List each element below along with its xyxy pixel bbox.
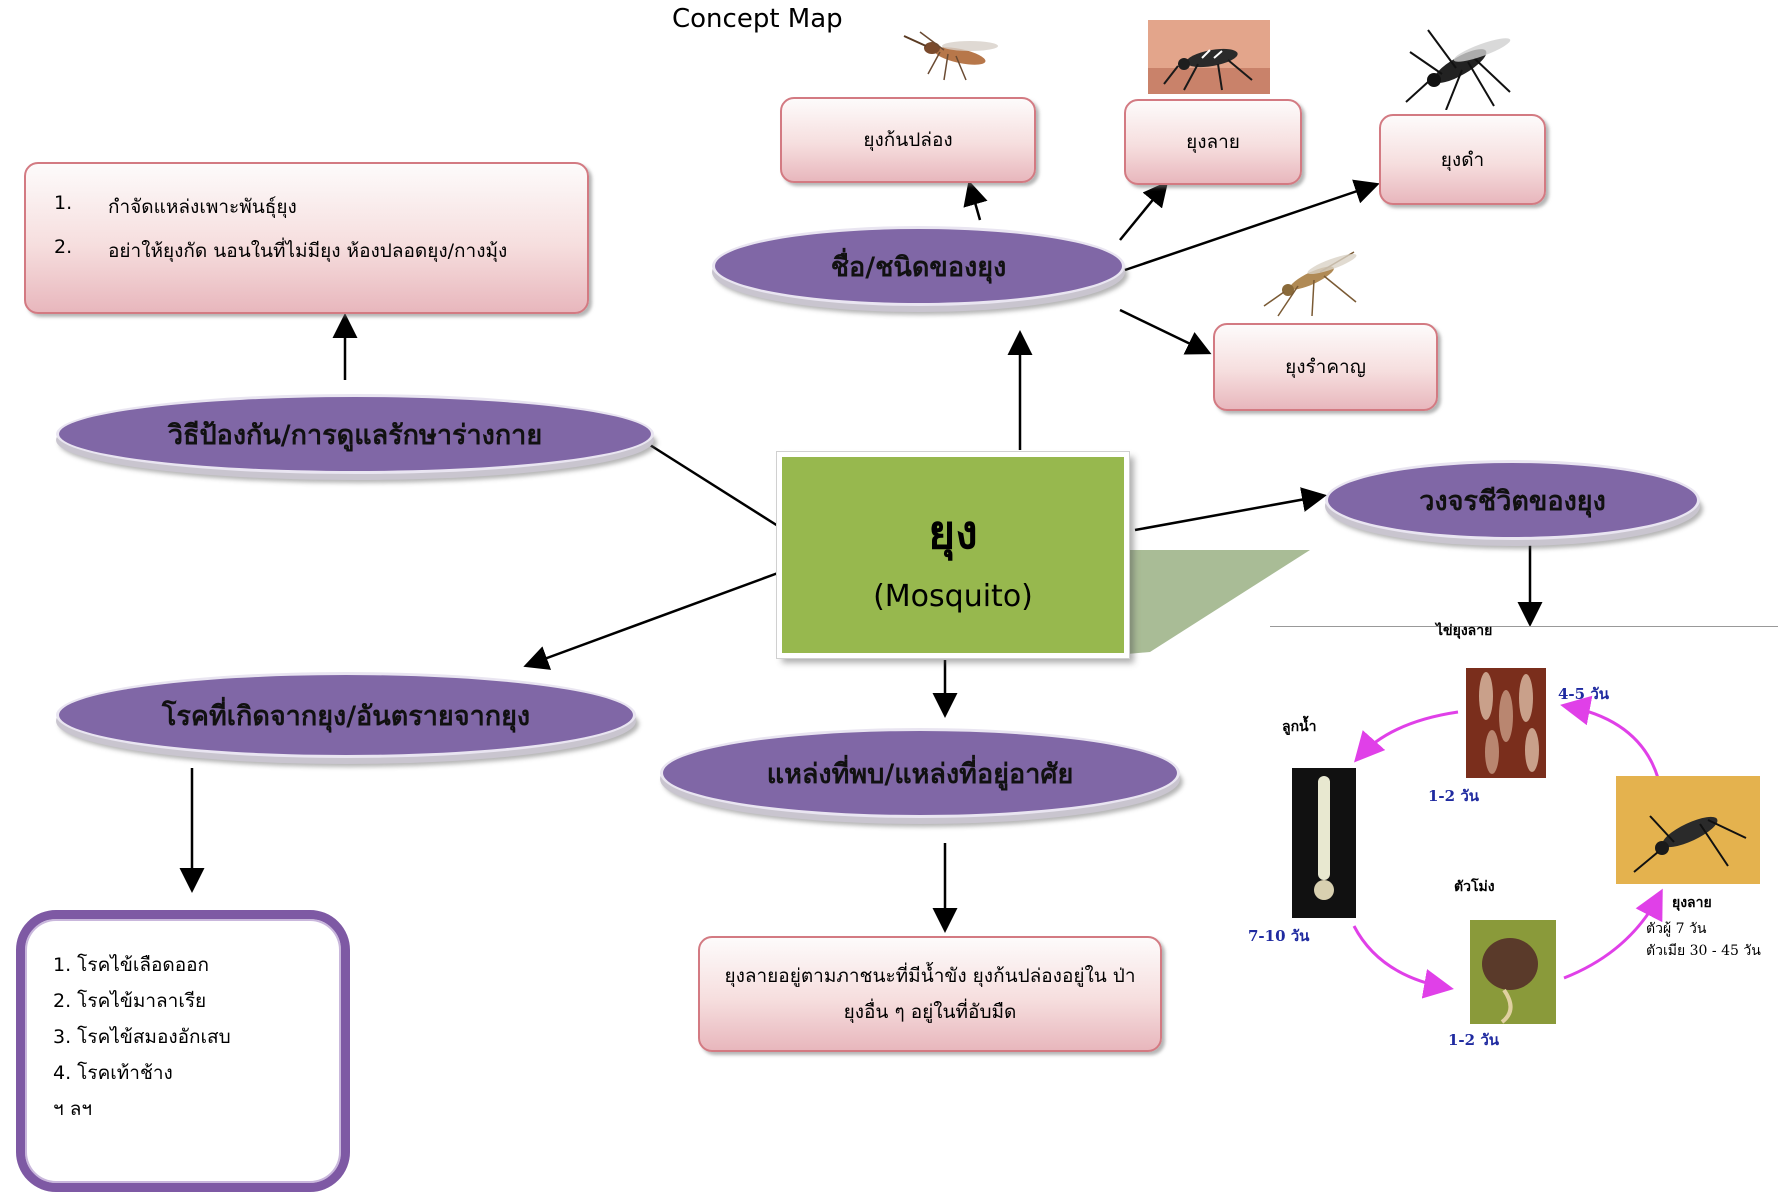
egg-photo xyxy=(1466,668,1546,778)
disease-item: 4. โรคเท้าช้าง xyxy=(53,1062,173,1084)
egg-days: 1-2 วัน xyxy=(1428,787,1479,805)
line-center-to-lifecycle xyxy=(1134,487,1327,532)
node-lifecycle[interactable]: วงจรชีวิตของยุง xyxy=(1325,460,1700,540)
center-title-thai: ยุง xyxy=(928,505,978,559)
cycle-arrow-pupa-to-adult xyxy=(1563,888,1663,980)
culex-mosquito-image xyxy=(1263,251,1357,317)
type-box-culex[interactable]: ยุงรำคาญ xyxy=(1213,323,1438,411)
adult-label: ยุงลาย xyxy=(1672,895,1712,911)
node-habitat[interactable]: แหล่งที่พบ/แหล่งที่อยู่อาศัย xyxy=(660,728,1180,818)
line-types-to-aedes xyxy=(1119,181,1169,241)
habitat-box: ยุงลายอยู่ตามภาชนะที่มีน้ำขัง ยุงก้นปล่อ… xyxy=(698,936,1162,1052)
adult-male-lifespan: ตัวผู้ 7 วัน xyxy=(1646,921,1707,937)
type-box-black[interactable]: ยุงดำ xyxy=(1379,114,1546,205)
line-types-to-black xyxy=(1124,179,1380,272)
adult-to-egg-days: 4-5 วัน xyxy=(1558,685,1609,703)
larva-photo xyxy=(1292,768,1356,918)
prevention-item: 1. กำจัดแหล่งเพาะพันธุ์ยุง xyxy=(54,192,587,222)
larva-label: ลูกน้ำ xyxy=(1282,719,1317,735)
prevention-item: 2. อย่าให้ยุงกัด นอนในที่ไม่มียุง ห้องปล… xyxy=(54,236,587,266)
cycle-arrow-adult-to-egg xyxy=(1560,695,1660,779)
larva-days: 7-10 วัน xyxy=(1248,927,1310,945)
node-types[interactable]: ชื่อ/ชนิดของยุง xyxy=(712,226,1125,306)
type-box-aedes[interactable]: ยุงลาย xyxy=(1124,99,1302,185)
cycle-arrow-larva-to-pupa xyxy=(1352,925,1454,999)
node-prevention[interactable]: วิธีป้องกัน/การดูแลรักษาร่างกาย xyxy=(56,394,654,474)
pupa-days: 1-2 วัน xyxy=(1448,1031,1499,1049)
cycle-arrow-egg-to-larva xyxy=(1354,710,1459,763)
prevention-item-number: 2. xyxy=(54,236,73,258)
prevention-item-text: อย่าให้ยุงกัด นอนในที่ไม่มียุง ห้องปลอดย… xyxy=(108,240,508,262)
line-types-to-culex xyxy=(1119,308,1212,355)
prevention-item-number: 1. xyxy=(54,192,73,214)
center-title-english: (Mosquito) xyxy=(873,579,1033,614)
anopheles-mosquito-image xyxy=(903,31,998,81)
line-center-to-prevention xyxy=(649,443,779,528)
black-mosquito-image xyxy=(1405,29,1511,110)
prevention-item-text: กำจัดแหล่งเพาะพันธุ์ยุง xyxy=(108,196,297,218)
adult-female-lifespan: ตัวเมีย 30 - 45 วัน xyxy=(1646,943,1761,959)
diseases-box: 1. โรคไข้เลือดออก 2. โรคไข้มาลาเรีย 3. โ… xyxy=(16,910,350,1192)
lifecycle-divider xyxy=(1270,626,1778,627)
disease-item: 1. โรคไข้เลือดออก xyxy=(53,954,210,976)
disease-item: 3. โรคไข้สมองอักเสบ xyxy=(53,1026,231,1048)
type-box-anopheles[interactable]: ยุงก้นปล่อง xyxy=(780,97,1036,183)
prevention-box: 1. กำจัดแหล่งเพาะพันธุ์ยุง 2. อย่าให้ยุง… xyxy=(24,162,589,314)
center-paper-shadow xyxy=(1080,550,1310,658)
aedes-mosquito-image xyxy=(1148,20,1270,94)
disease-item: 2. โรคไข้มาลาเรีย xyxy=(53,990,207,1012)
node-diseases[interactable]: โรคที่เกิดจากยุง/อันตรายจากยุง xyxy=(56,672,636,758)
adult-mosquito-photo xyxy=(1616,776,1760,884)
pupa-label: ตัวโม่ง xyxy=(1454,879,1495,895)
disease-item: ฯ ลฯ xyxy=(53,1098,93,1120)
center-node[interactable]: ยุง (Mosquito) xyxy=(777,452,1129,658)
lifecycle-diagram xyxy=(1292,668,1760,1024)
line-center-to-diseases xyxy=(523,571,779,670)
pupa-photo xyxy=(1470,920,1556,1024)
page-title: Concept Map xyxy=(672,4,843,34)
line-types-to-anopheles xyxy=(963,180,988,221)
egg-label: ไข่ยุงลาย xyxy=(1436,623,1493,639)
